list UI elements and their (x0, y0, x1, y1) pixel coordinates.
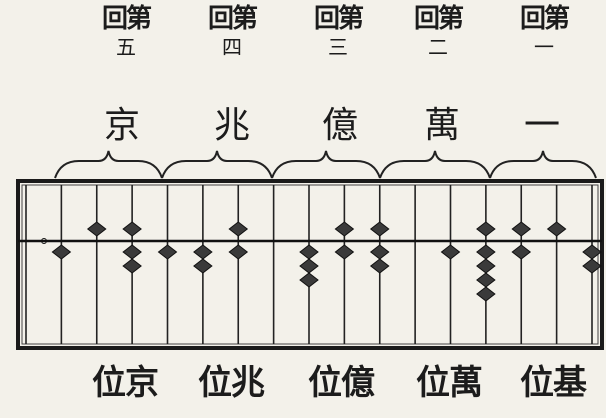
abacus-bead (476, 244, 496, 260)
abacus-bead (476, 221, 496, 237)
abacus-bead (299, 244, 319, 260)
abacus-bead (334, 221, 355, 237)
ordinal-5: 回第 五 (98, 6, 154, 57)
group-brace (271, 150, 381, 179)
ordinal-4: 回第 四 (204, 6, 260, 57)
ordinal-title: 回第 (313, 4, 364, 34)
abacus-bead (369, 258, 390, 274)
abacus-bead (228, 221, 249, 237)
bottom-label-kei: 位京 (92, 363, 159, 403)
ordinal-title: 回第 (413, 4, 464, 34)
abacus-bead (476, 286, 496, 302)
abacus-bead (299, 258, 319, 274)
abacus-bead (546, 221, 567, 237)
group-brace (379, 150, 491, 179)
abacus-frame (16, 179, 604, 350)
abacus-bead (299, 272, 319, 288)
abacus-bead (440, 244, 461, 260)
ordinal-title: 回第 (101, 4, 152, 34)
ordinal-2: 回第 二 (410, 6, 466, 57)
group-label-oku: 億 (321, 105, 358, 146)
abacus-bead (122, 244, 142, 260)
abacus-bead (476, 272, 496, 288)
group-label-man: 萬 (423, 105, 460, 146)
abacus-bead (51, 244, 72, 260)
ordinal-numeral: 五 (116, 35, 136, 59)
bottom-label-oku: 位億 (308, 363, 375, 403)
group-brace (161, 150, 273, 179)
group-label-kei: 京 (103, 105, 140, 146)
abacus-bead (582, 244, 602, 260)
abacus-bead (157, 244, 178, 260)
group-brace (489, 150, 597, 179)
unit-marker (41, 238, 47, 244)
bottom-label-man: 位萬 (416, 363, 483, 403)
abacus-bead (86, 221, 107, 237)
abacus-bead (511, 244, 532, 260)
ordinal-numeral: 一 (534, 35, 554, 59)
group-brace (54, 150, 163, 179)
abacus-bead (228, 244, 249, 260)
ordinal-numeral: 四 (222, 35, 242, 59)
ordinal-title: 回第 (207, 4, 258, 34)
abacus-bead (511, 221, 532, 237)
ordinal-3: 回第 三 (310, 6, 366, 57)
abacus-bead (122, 221, 142, 237)
abacus-bead (582, 258, 602, 274)
ordinal-1: 回第 一 (516, 6, 572, 57)
bottom-label-cho: 位兆 (198, 363, 265, 403)
group-label-ichi: 一 (523, 105, 560, 146)
abacus-bead (193, 258, 213, 274)
abacus-bead (193, 244, 213, 260)
group-label-cho: 兆 (213, 105, 250, 146)
abacus-bead (369, 221, 390, 237)
abacus-bead (369, 244, 390, 260)
ordinal-title: 回第 (519, 4, 570, 34)
abacus-bead (334, 244, 355, 260)
ordinal-numeral: 二 (428, 35, 448, 59)
abacus-bead (476, 258, 496, 274)
abacus-bead (122, 258, 142, 274)
bottom-label-ki: 位基 (520, 363, 587, 403)
ordinal-numeral: 三 (328, 35, 348, 59)
